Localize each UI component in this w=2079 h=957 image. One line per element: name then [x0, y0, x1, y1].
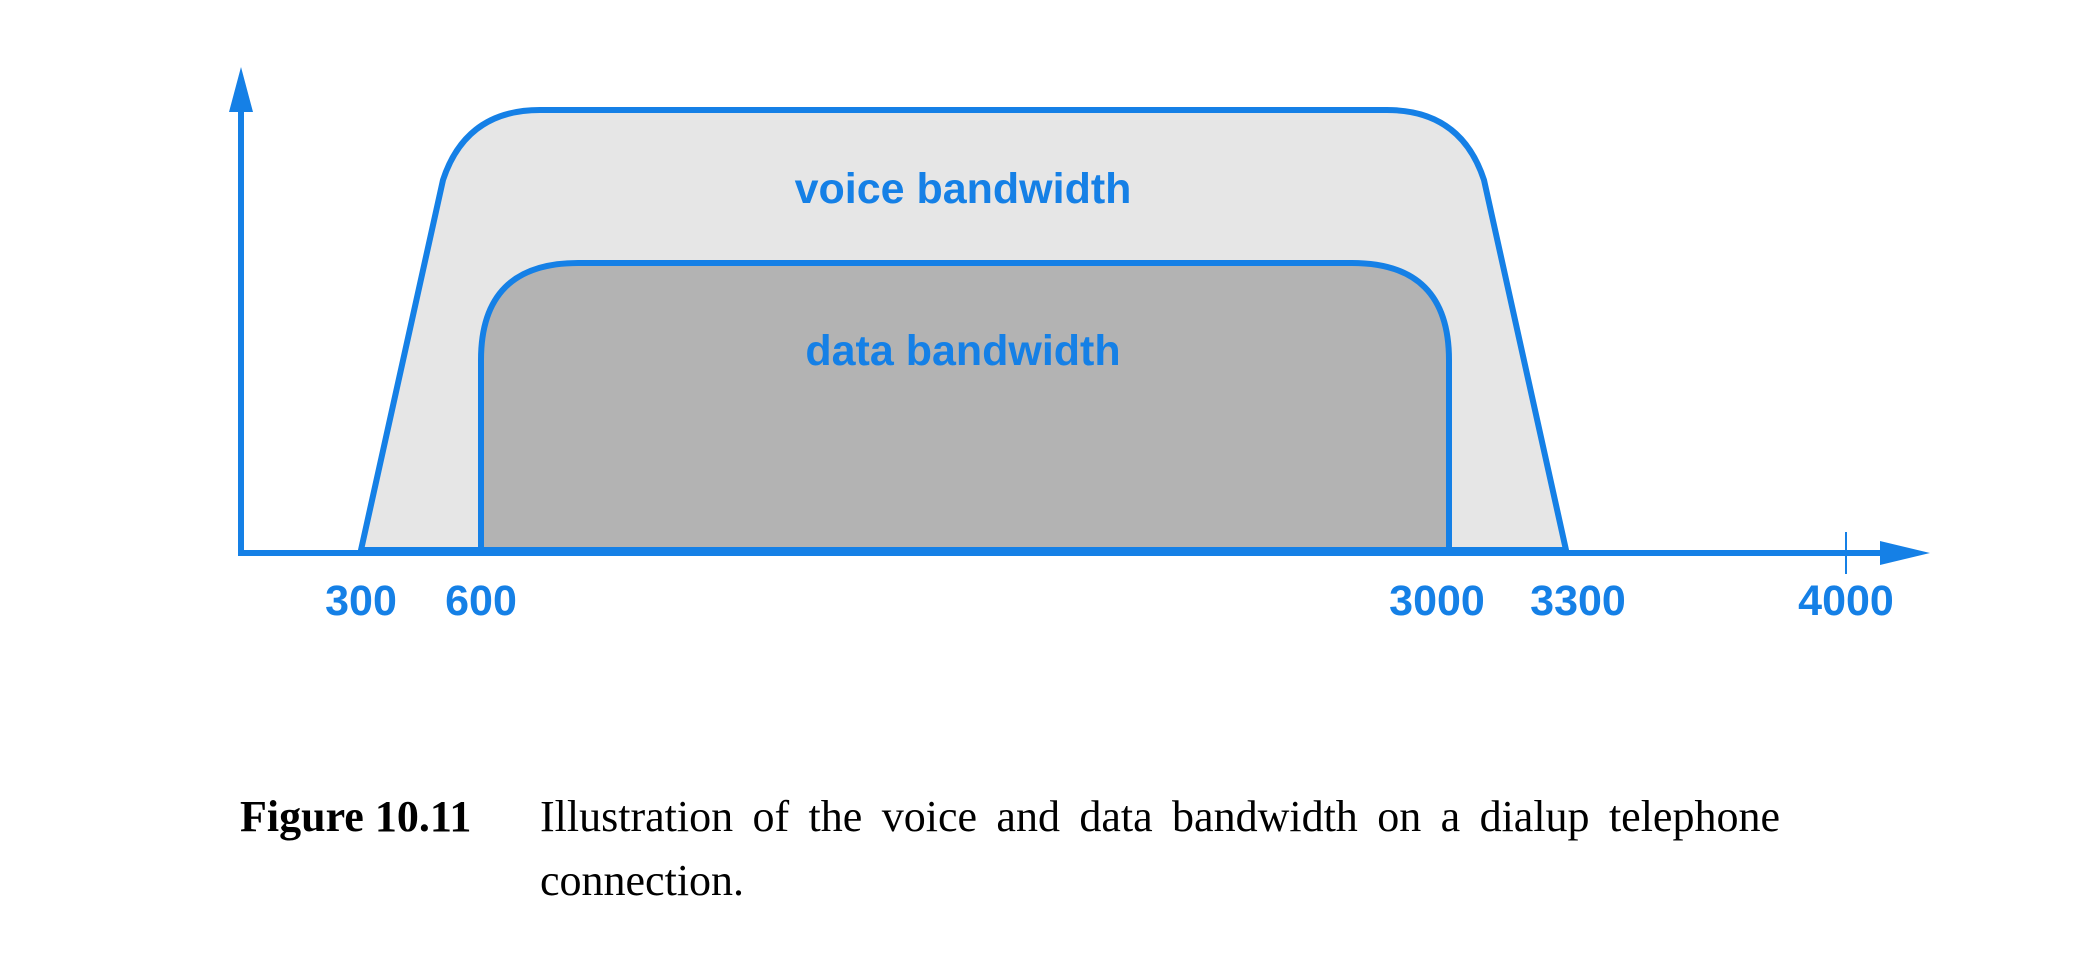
x-axis-arrowhead	[1880, 541, 1930, 565]
y-axis-arrowhead	[229, 67, 253, 112]
tick-label-4000: 4000	[1798, 577, 1894, 625]
data-bandwidth-label: data bandwidth	[805, 327, 1120, 375]
voice-bandwidth-label: voice bandwidth	[795, 165, 1132, 213]
tick-label-3000: 3000	[1389, 577, 1485, 625]
data-bandwidth-region	[478, 260, 1452, 553]
figure-number: Figure 10.11	[240, 792, 472, 841]
caption-text: Illustration of the voice and data bandw…	[540, 792, 1780, 905]
tick-label-600: 600	[445, 577, 517, 625]
tick-label-300: 300	[325, 577, 397, 625]
tick-label-3300: 3300	[1530, 577, 1626, 625]
